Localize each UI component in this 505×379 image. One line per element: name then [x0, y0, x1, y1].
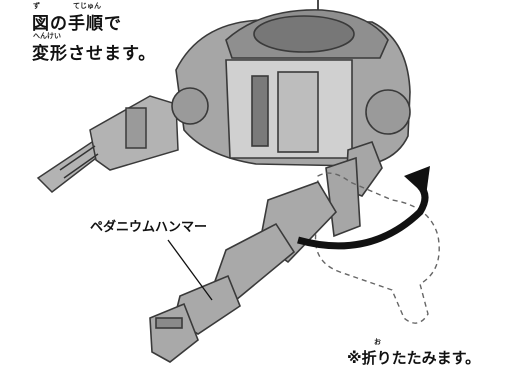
ruby-tejun: てじゅん — [73, 2, 101, 10]
folded-outline — [314, 172, 440, 324]
instruction-line-2: 変形させます。 — [32, 44, 157, 64]
cannon-arm — [36, 95, 179, 193]
folding-arm — [325, 140, 383, 238]
ruby-ori: お — [374, 338, 381, 346]
ruby-henkei: へんけい — [33, 32, 61, 40]
robot-body — [171, 9, 411, 167]
part-label-hammer: ペダニウムハンマー — [90, 220, 208, 235]
ruby-zu: ず — [33, 2, 40, 10]
instruction-line-1: 図の手順で — [32, 14, 122, 34]
callout-line-hammer — [167, 239, 213, 301]
folding-note: ※折りたたみます。 — [347, 349, 481, 367]
hammer-arm — [149, 181, 338, 363]
rotation-arrow — [297, 166, 430, 250]
